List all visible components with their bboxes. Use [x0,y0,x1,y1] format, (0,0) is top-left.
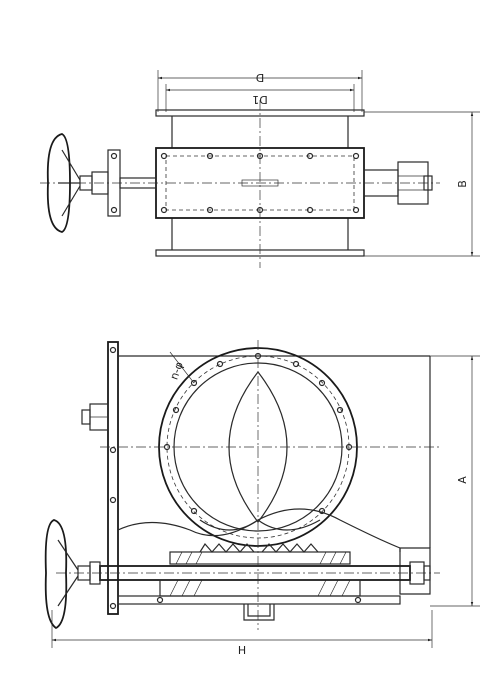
dimension-d: D [157,70,363,112]
dimension-label-d: D [256,71,264,84]
dimension-h: H [51,610,433,657]
dimension-a: A [430,355,480,607]
mounting-plate [107,341,119,615]
bolt-hole-label: n-φ [167,360,185,382]
top-view: D D1 [40,70,480,268]
dimension-label-b: B [456,180,469,188]
dimension-label-h: H [238,644,246,657]
dimension-d1: D1 [165,84,355,112]
handwheel-front-icon[interactable] [44,519,68,630]
lifting-handle [243,604,275,621]
lower-housing [159,579,361,597]
gear-assembly [169,542,351,565]
right-cap [397,161,429,205]
dimension-label-d1: D1 [252,93,267,106]
handwheel-icon[interactable] [46,133,71,233]
front-view: n-φ [44,340,480,657]
dimension-b: B [364,111,480,257]
dimension-label-a: A [456,476,469,484]
